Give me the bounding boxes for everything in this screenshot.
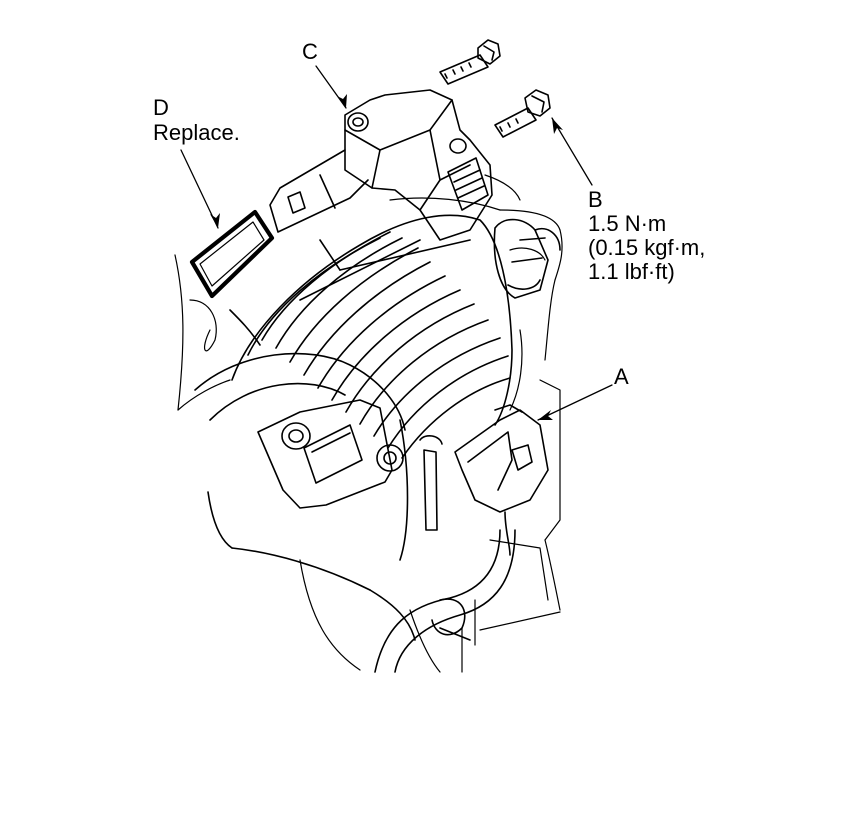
leader-a [537,384,613,421]
leader-b [551,117,593,186]
throttle-body [194,352,443,641]
callout-b-torque-metric: (0.15 kgf·m, [588,235,706,260]
arrowhead-a [538,410,553,420]
arrowhead-d [210,213,220,228]
hose-clamp [493,218,561,299]
intake-duct [229,214,513,459]
callout-b-torque: 1.5 N·m [588,211,667,236]
leader-lines [180,65,613,421]
callout-b-torque-imperial: 1.1 lbf·ft) [588,259,675,284]
arrowhead-b [552,118,563,134]
engine-background-outline [174,174,563,673]
bolt-c [439,39,501,85]
callout-d-note: Replace. [153,120,240,145]
bolt-b [494,89,551,138]
arrowhead-c [337,94,347,108]
sensor-c [269,89,493,241]
connector-a [454,404,549,556]
leader-d [180,149,219,229]
wire-harness [374,529,516,673]
callout-c-letter: C [302,39,318,64]
leader-arrowheads [210,94,563,420]
callout-d-letter: D [153,95,169,120]
callout-a-letter: A [614,364,629,389]
gasket-d [189,209,275,299]
callout-b-letter: B [588,187,603,212]
